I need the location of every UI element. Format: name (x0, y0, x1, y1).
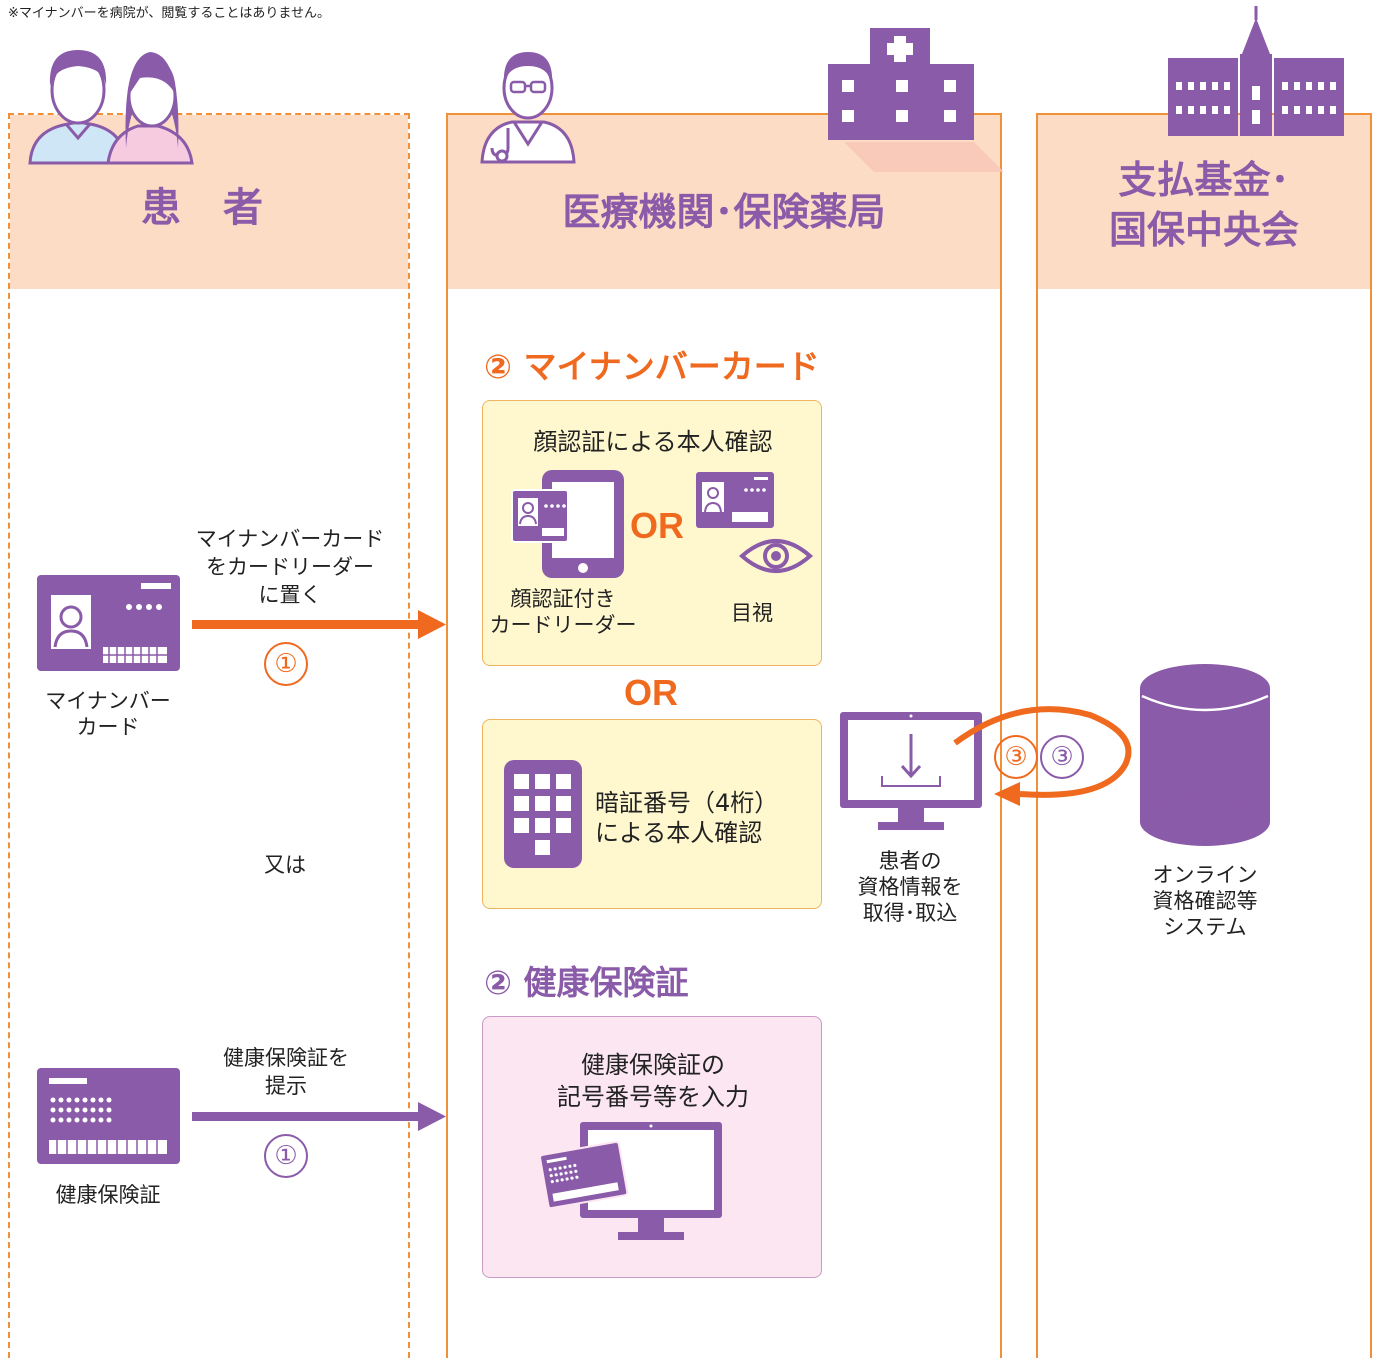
keypad-icon (504, 760, 582, 868)
mynumber-action-text: マイナンバーカード をカードリーダー に置く (160, 525, 420, 609)
insurance-card-icon (37, 1068, 180, 1164)
face-auth-title: 顔認証による本人確認 (533, 428, 773, 456)
mynumber-card-label: マイナンバー カード (18, 688, 198, 740)
insurance-card-label: 健康保険証 (55, 1183, 161, 1207)
insurance-action-line2: 提示 (265, 1074, 307, 1098)
footnote: ※マイナンバーを病院が、閲覧することはありません。 (8, 6, 330, 21)
terminal-monitor-icon (840, 712, 982, 830)
terminal-label-line1: 患者の (878, 849, 942, 873)
fund-title-line2: 国保中央会 (1108, 208, 1299, 252)
terminal-label-line3: 取得･取込 (862, 901, 958, 925)
doctor-icon (480, 52, 576, 164)
step-3-response: ③ (1040, 735, 1084, 779)
patient-column-title: 患 者 (141, 185, 277, 231)
pin-auth-box: 暗証番号（4桁） による本人確認 (482, 719, 822, 909)
mynumber-section-title: ② マイナンバーカード (484, 340, 820, 388)
face-reader-label-line1: 顔認証付き (510, 587, 616, 611)
mynumber-card-label-line1: マイナンバー (45, 689, 171, 713)
hospital-building-icon (828, 28, 1004, 172)
step-1-mynumber: ① (264, 642, 308, 686)
sync-arrow (953, 706, 1132, 806)
mynumber-action-line3: に置く (258, 583, 322, 607)
pin-auth-line1: 暗証番号（4桁） (595, 789, 779, 817)
or-text: 又は (264, 853, 306, 877)
system-label-line1: オンライン (1152, 863, 1258, 887)
pin-or-text: OR (624, 672, 678, 713)
mynumber-section-label: マイナンバーカード (523, 347, 820, 386)
system-label: オンライン 資格確認等 システム (1110, 862, 1300, 940)
insurance-section-label: 健康保険証 (523, 963, 689, 1002)
mynumber-section-number: ② (484, 347, 512, 386)
terminal-label: 患者の 資格情報を 取得･取込 (840, 848, 980, 926)
face-reader-label-line2: カードリーダー (489, 613, 637, 637)
insurance-section-title: ② 健康保険証 (484, 956, 688, 1004)
fund-header-band (1038, 115, 1370, 289)
terminal-label-line2: 資格情報を (857, 875, 963, 899)
insurance-input-line1: 健康保険証の (581, 1051, 725, 1079)
fund-column-title: 支払基金･ 国保中央会 (1038, 155, 1370, 255)
system-label-line3: システム (1163, 915, 1247, 939)
database-icon (1140, 664, 1270, 846)
pin-auth-text: 暗証番号（4桁） による本人確認 (595, 788, 805, 848)
mynumber-action-line2: をカードリーダー (206, 555, 374, 579)
government-building-icon (1168, 6, 1344, 136)
insurance-arrow (192, 1102, 446, 1131)
insurance-action-text: 健康保険証を 提示 (186, 1044, 386, 1100)
mynumber-card-icon (37, 575, 180, 671)
mynumber-card-label-line2: カード (76, 715, 140, 739)
mynumber-action-line1: マイナンバーカード (195, 527, 385, 551)
patients-icon (28, 50, 194, 165)
step-3-request: ③ (994, 735, 1038, 779)
hospital-column-title: 医療機関･保険薬局 (562, 190, 886, 234)
face-reader-tablet-icon (511, 470, 624, 578)
fund-column: 支払基金･ 国保中央会 (1036, 113, 1372, 1358)
insurance-input-line2: 記号番号等を入力 (557, 1083, 749, 1111)
card-small-icon (696, 472, 774, 528)
face-reader-label: 顔認証付き カードリーダー (488, 586, 638, 638)
insurance-input-text: 健康保険証の 記号番号等を入力 (483, 1049, 823, 1113)
insurance-section-number: ② (484, 963, 512, 1002)
fund-title-line1: 支払基金･ (1118, 158, 1290, 202)
face-or-text: OR (630, 505, 684, 546)
eye-icon (738, 539, 814, 573)
mynumber-arrow (192, 610, 446, 639)
pin-auth-line2: による本人確認 (595, 819, 763, 847)
step-1-insurance: ① (264, 1134, 308, 1178)
insurance-input-monitor-icon (539, 1122, 722, 1240)
insurance-action-line1: 健康保険証を (223, 1046, 349, 1070)
visual-check-label: 目視 (731, 601, 773, 625)
system-label-line2: 資格確認等 (1152, 889, 1258, 913)
